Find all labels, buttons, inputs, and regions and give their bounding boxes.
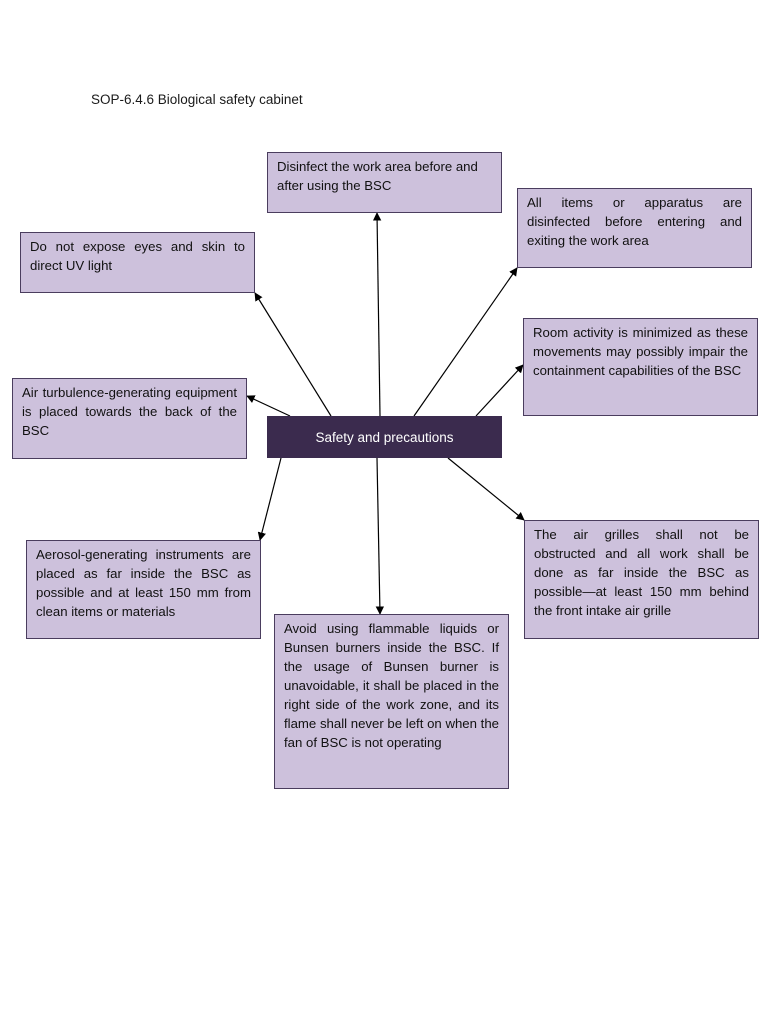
node-flammable: Avoid using flammable liquids or Bunsen …: [274, 614, 509, 789]
arrow-to-disinfect-work-area: [372, 212, 382, 417]
arrow-to-air-grilles: [447, 457, 525, 521]
arrow-to-room-activity: [475, 364, 524, 417]
center-node-label: Safety and precautions: [315, 429, 454, 445]
node-disinfect-work-area: Disinfect the work area before and after…: [267, 152, 502, 213]
arrow-to-air-turbulence: [246, 395, 291, 417]
arrow-to-items-disinfected: [413, 267, 518, 417]
arrow-to-flammable: [375, 457, 385, 615]
node-aerosol: Aerosol-generating instruments are place…: [26, 540, 261, 639]
arrow-to-uv-light: [254, 292, 332, 417]
document-heading: SOP-6.4.6 Biological safety cabinet: [91, 92, 303, 107]
center-node: Safety and precautions: [267, 416, 502, 458]
node-items-disinfected: All items or apparatus are disinfected b…: [517, 188, 752, 268]
node-air-turbulence: Air turbulence-generating equipment is p…: [12, 378, 247, 459]
node-air-grilles: The air grilles shall not be obstructed …: [524, 520, 759, 639]
node-uv-light: Do not expose eyes and skin to direct UV…: [20, 232, 255, 293]
arrow-to-aerosol: [257, 457, 282, 541]
node-room-activity: Room activity is minimized as these move…: [523, 318, 758, 416]
